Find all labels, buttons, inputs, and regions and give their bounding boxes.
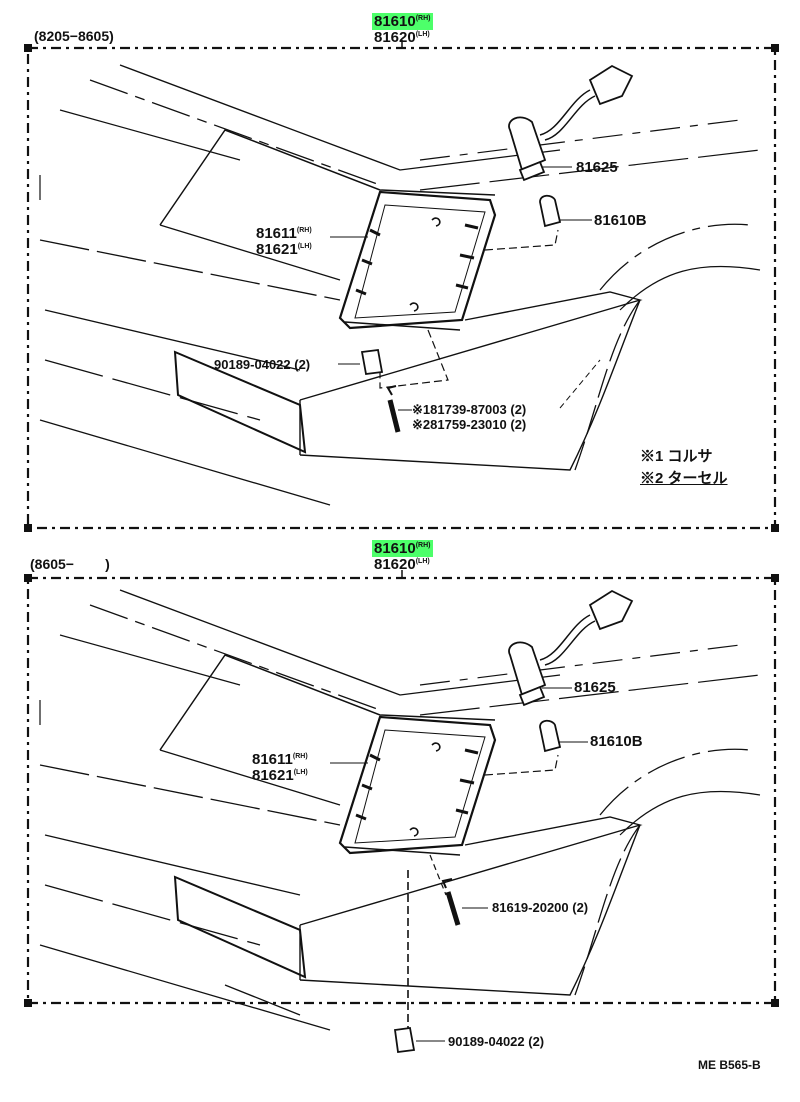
top-main-part-lh-number: 81620(LH) xyxy=(374,29,430,46)
top-legend-corsa: ※1 コルサ xyxy=(640,448,713,465)
figure-code: ME B565-B xyxy=(698,1058,761,1072)
bottom-lens-lh-label: 81621(LH) xyxy=(252,767,308,784)
top-date-range: (8205−8605) xyxy=(34,28,114,44)
top-bulb-label: 81610B xyxy=(594,212,647,229)
top-lens-lh-label: 81621(LH) xyxy=(256,241,312,258)
bottom-socket-label: 81625 xyxy=(574,679,616,696)
bottom-main-part-number: 81610(RH) xyxy=(372,540,433,557)
bottom-screw-label: 81619-20200 (2) xyxy=(492,900,589,915)
top-nut-label: 90189-04022 (2) xyxy=(214,357,311,372)
bottom-lens-rh-label: 81611(RH) xyxy=(252,751,308,768)
top-frame xyxy=(24,40,779,532)
top-screw1-label: ※181739-87003 (2) xyxy=(412,402,527,417)
top-legend-tercel: ※2 ターセル xyxy=(640,470,728,487)
top-lens-rh-label: 81611(RH) xyxy=(256,225,312,242)
top-main-part-number: 81610(RH) xyxy=(372,13,433,30)
top-screw2-label: ※281759-23010 (2) xyxy=(412,417,527,432)
bottom-main-part-lh-number: 81620(LH) xyxy=(374,556,430,573)
bottom-date-range: (8605− ) xyxy=(30,556,110,572)
bottom-bulb-label: 81610B xyxy=(590,733,643,750)
bottom-frame xyxy=(24,570,779,1054)
bottom-nut-label: 90189-04022 (2) xyxy=(448,1034,545,1049)
top-socket-label: 81625 xyxy=(576,159,618,176)
